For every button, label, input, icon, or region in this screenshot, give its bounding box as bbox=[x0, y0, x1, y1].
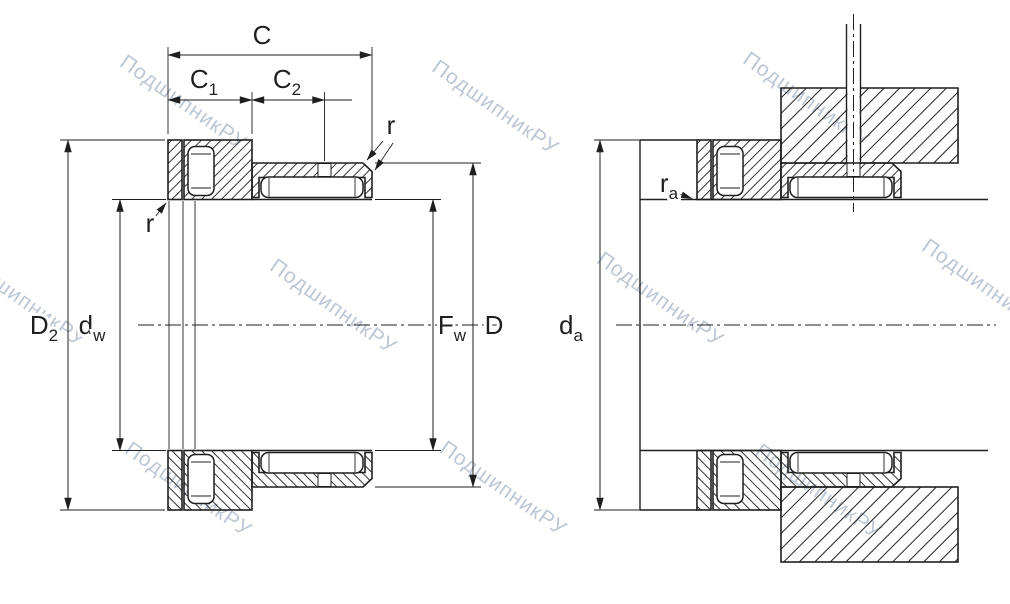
shaft-shoulder bbox=[639, 139, 988, 511]
dimension-C: C bbox=[167, 17, 373, 157]
dimension-D2: D2 bbox=[27, 139, 165, 511]
dimension-dw: dw bbox=[76, 198, 166, 452]
dim-label-C2: C2 bbox=[273, 64, 301, 99]
bearing-lower-half bbox=[167, 449, 373, 511]
housing-upper-block bbox=[780, 14, 959, 212]
leader-line bbox=[374, 142, 394, 171]
housing-hatch bbox=[781, 487, 958, 562]
dimension-C1: C1 bbox=[167, 61, 253, 134]
leader-line bbox=[676, 191, 693, 199]
bearing-upper-half bbox=[167, 139, 373, 201]
housing-outline bbox=[780, 486, 959, 563]
leader-line bbox=[366, 140, 384, 161]
dim-label-ra: ra bbox=[660, 168, 679, 203]
dim-label-dw: dw bbox=[79, 310, 106, 345]
housing-hatch bbox=[781, 88, 958, 163]
right-view-mounting-section: da ra bbox=[556, 14, 996, 563]
dimension-ra: ra bbox=[657, 165, 693, 206]
dim-label-D2: D2 bbox=[30, 310, 58, 345]
dim-label-C: C bbox=[253, 20, 272, 50]
dimension-C2: C2 bbox=[251, 61, 352, 161]
left-view-bearing-section: C C1 C2 r bbox=[27, 17, 506, 511]
leader-line bbox=[154, 202, 167, 218]
housing-lower-block bbox=[780, 486, 959, 563]
housing-outline bbox=[780, 87, 959, 164]
dim-label-da: da bbox=[559, 310, 583, 345]
dimension-r-inner: r bbox=[143, 202, 167, 241]
dim-label-Fw: Fw bbox=[438, 310, 467, 345]
dim-label-r: r bbox=[387, 110, 396, 140]
dimension-da: da bbox=[556, 139, 642, 511]
dim-label-r: r bbox=[146, 208, 155, 238]
dim-label-D: D bbox=[485, 310, 504, 340]
dimension-r-outer: r bbox=[366, 107, 399, 171]
dimension-D: D bbox=[375, 162, 506, 488]
dimension-Fw: Fw bbox=[375, 198, 470, 452]
dim-label-C1: C1 bbox=[190, 64, 218, 99]
